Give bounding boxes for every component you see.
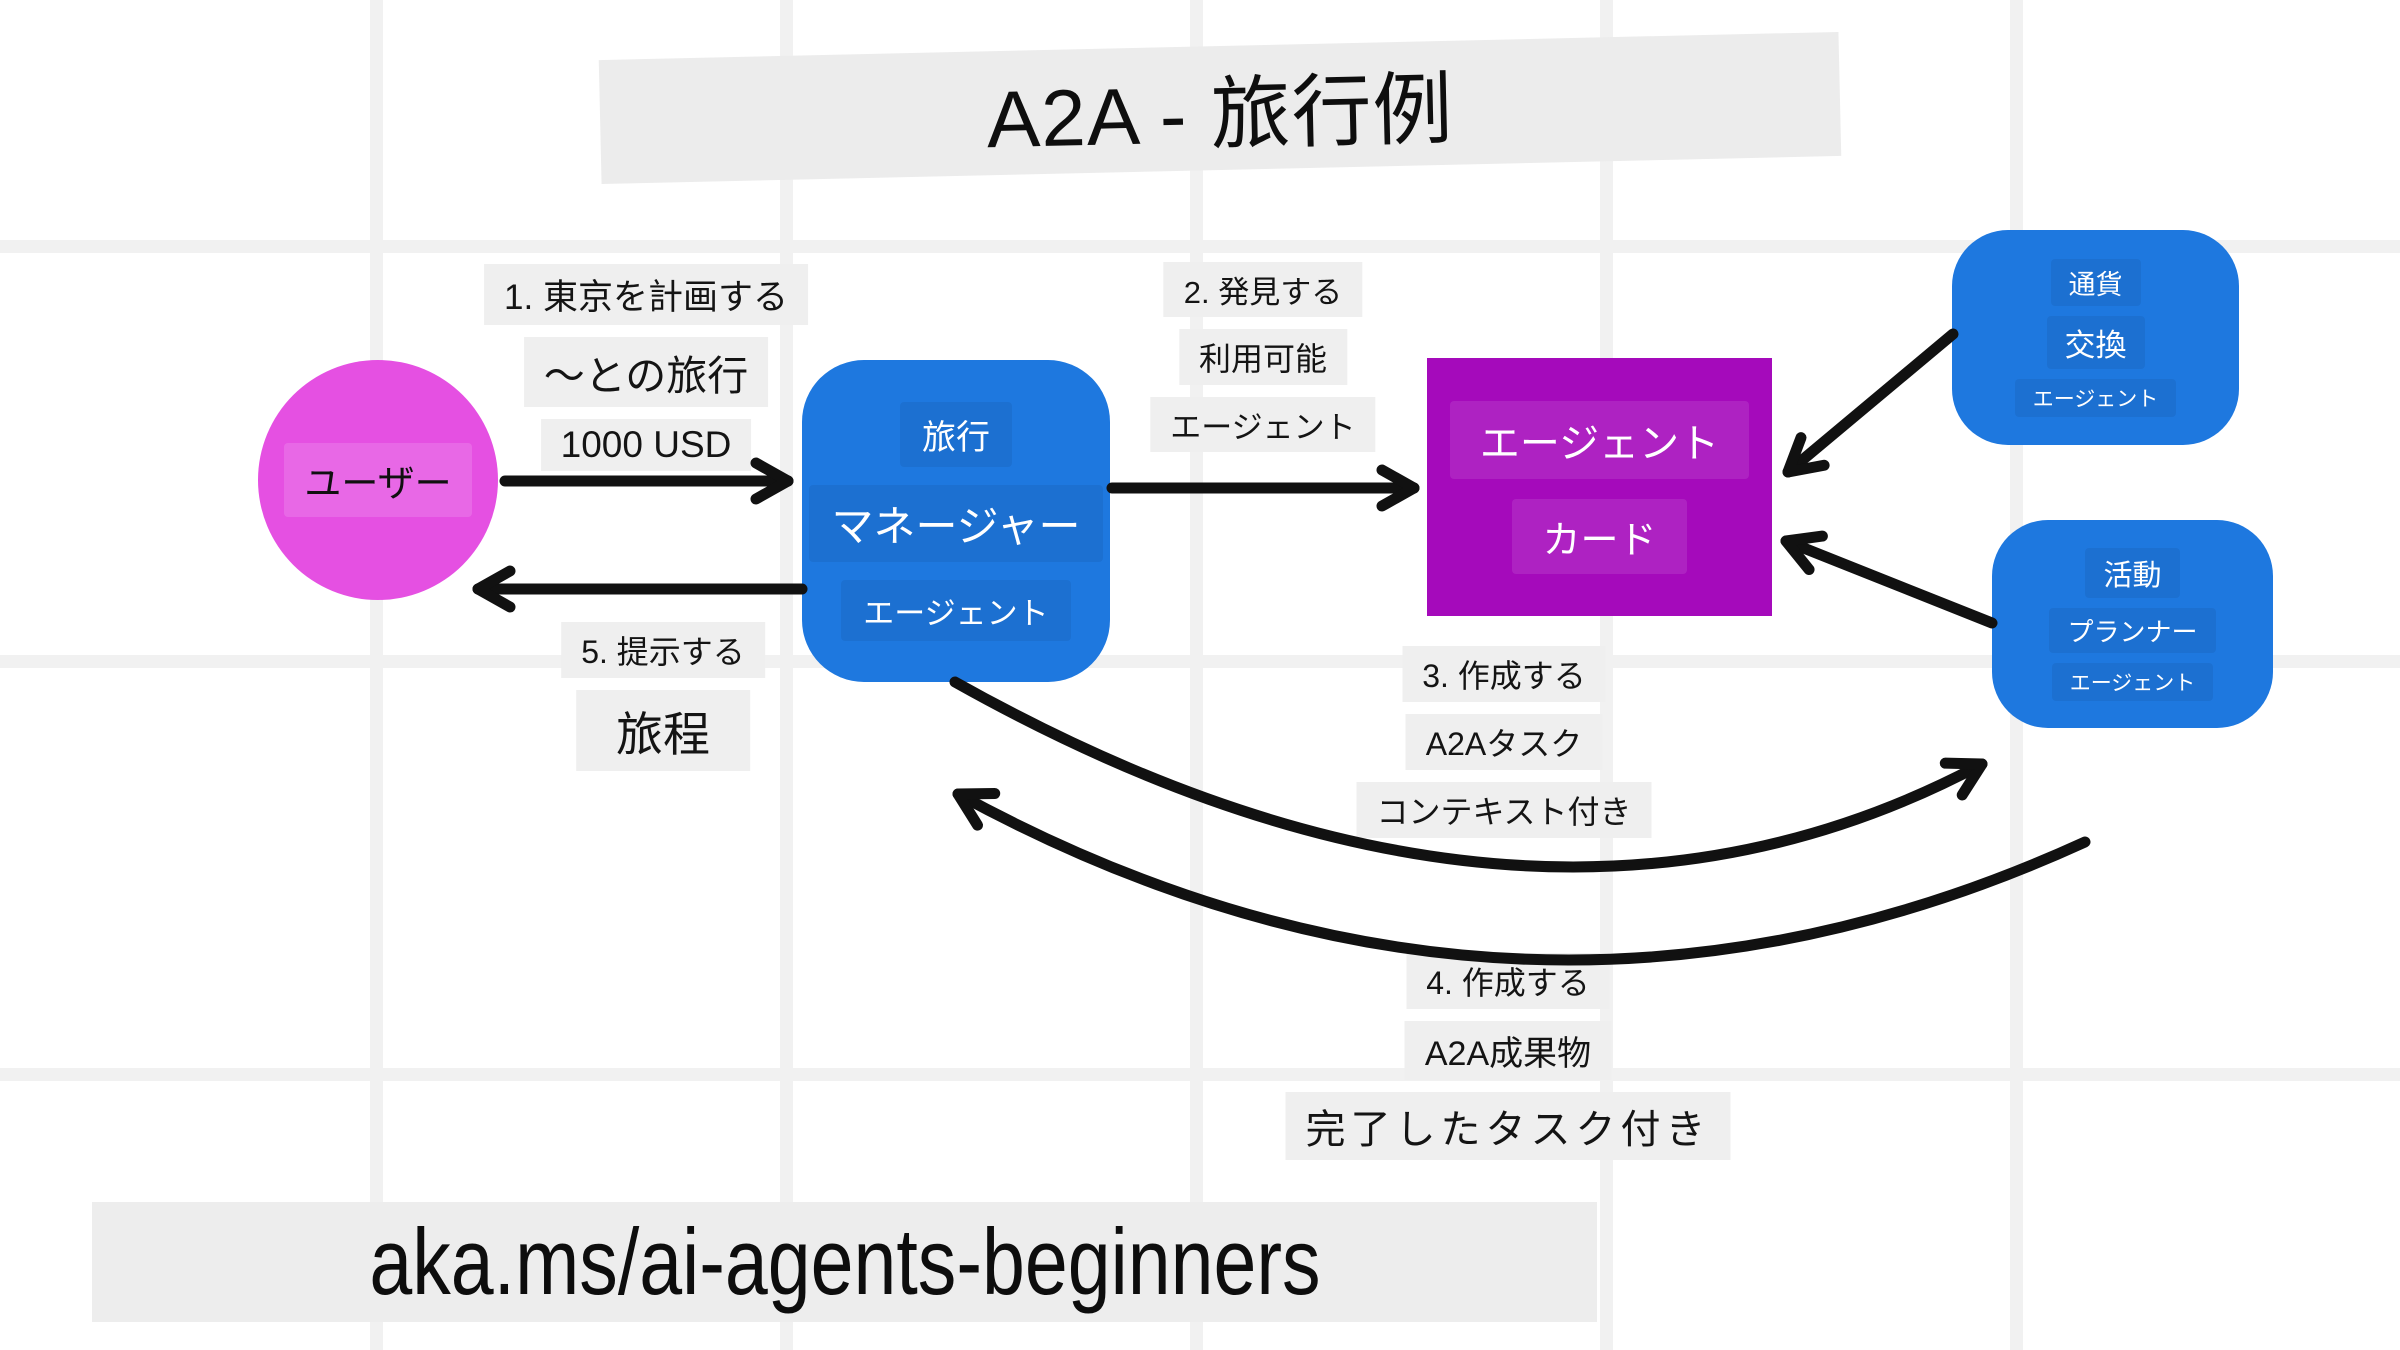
step2-label-group: 2. 発見する 利用可能 エージェント (1150, 262, 1376, 452)
travel-manager-line: マネージャー (809, 484, 1103, 562)
step3-line: コンテキスト付き (1356, 782, 1652, 838)
step1-label-group: 1. 東京を計画する ～との旅行 1000 USD (484, 264, 808, 471)
step3-label-group: 3. 作成する A2Aタスク コンテキスト付き (1356, 646, 1652, 838)
grid-line (780, 0, 793, 1350)
grid-line (0, 1068, 2400, 1081)
agent-card-line: エージェント (1449, 400, 1750, 479)
currency-exchange-line: 交換 (2046, 315, 2145, 369)
grid-line (370, 0, 383, 1350)
step3-line: 3. 作成する (1402, 646, 1606, 702)
arrow-currency-exchange-to-agent-card (1782, 328, 1959, 478)
step5-line: 5. 提示する (561, 622, 765, 678)
agent-card-node: エージェント カード (1427, 358, 1772, 616)
arrow-activity-planner-to-agent-card (1780, 530, 1998, 629)
step2-line: エージェント (1150, 397, 1376, 452)
footer-banner: aka.ms/ai-agents-beginners (92, 1202, 1597, 1322)
activity-planner-agent-node: 活動 プランナー エージェント (1992, 520, 2273, 728)
user-node: ユーザー (258, 360, 498, 600)
grid-line (0, 240, 2400, 253)
user-node-label: ユーザー (284, 443, 472, 517)
footer-link-text: aka.ms/ai-agents-beginners (368, 1209, 1321, 1314)
travel-manager-agent-node: 旅行 マネージャー エージェント (802, 360, 1110, 682)
step1-line: ～との旅行 (523, 337, 769, 407)
activity-planner-line: エージェント (2051, 662, 2214, 701)
currency-exchange-line: 通貨 (2050, 258, 2141, 306)
step4-line: 4. 作成する (1406, 953, 1610, 1009)
activity-planner-line: 活動 (2085, 547, 2180, 598)
agent-card-line: カード (1512, 498, 1687, 574)
grid-line (1190, 0, 1203, 1350)
page-title: A2A - 旅行例 (985, 64, 1455, 165)
step5-label-group: 5. 提示する 旅程 (561, 622, 765, 771)
step4-line: 完了したタスク付き (1285, 1092, 1731, 1160)
step3-line: A2Aタスク (1405, 714, 1603, 770)
step5-line: 旅程 (576, 690, 750, 771)
currency-exchange-line: エージェント (2014, 378, 2177, 417)
step1-line: 1000 USD (540, 419, 752, 471)
step1-line: 1. 東京を計画する (484, 264, 808, 325)
step2-line: 2. 発見する (1163, 262, 1363, 317)
step4-line: A2A成果物 (1404, 1021, 1612, 1080)
currency-exchange-agent-node: 通貨 交換 エージェント (1952, 230, 2239, 445)
activity-planner-line: プランナー (2049, 607, 2216, 653)
step4-label-group: 4. 作成する A2A成果物 完了したタスク付き (1285, 953, 1731, 1160)
travel-manager-line: エージェント (841, 579, 1071, 641)
travel-manager-line: 旅行 (900, 401, 1012, 467)
step2-line: 利用可能 (1178, 329, 1348, 385)
grid-line (1600, 0, 1613, 1350)
